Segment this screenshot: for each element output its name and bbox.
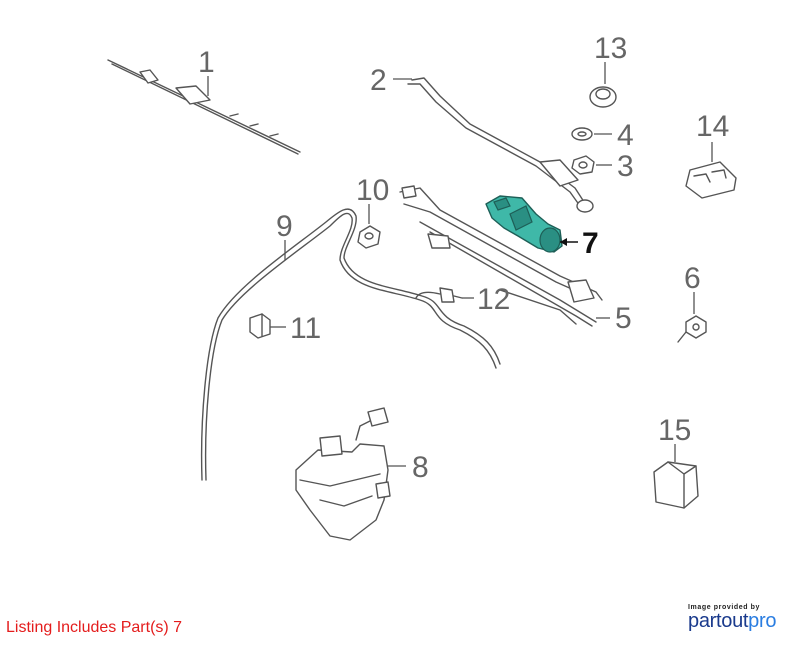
part-12-nozzle <box>415 287 463 303</box>
image-credit: Image provided by partoutpro <box>688 604 798 633</box>
callout-5: 5 <box>615 302 632 335</box>
callout-13: 13 <box>594 32 627 65</box>
part-3-nut <box>571 155 595 175</box>
part-10-nut <box>357 225 381 249</box>
part-9-hose <box>200 208 501 481</box>
part-8-reservoir <box>295 407 391 541</box>
part-14-module <box>685 161 737 199</box>
callout-4: 4 <box>617 119 634 152</box>
callout-11: 11 <box>290 312 321 345</box>
listing-includes-text: Listing Includes Part(s) 7 <box>6 619 183 636</box>
part-1-wiper-blade <box>107 59 301 155</box>
part-11-clip <box>249 313 271 339</box>
part-15-relay <box>653 461 699 509</box>
callout-2: 2 <box>370 64 387 97</box>
part-5-linkage <box>399 185 603 327</box>
callout-7: 7 <box>582 227 599 260</box>
part-13-cap <box>589 86 617 108</box>
callout-9: 9 <box>276 210 293 243</box>
callout-10: 10 <box>356 174 389 207</box>
part-2-wiper-arm <box>407 77 594 213</box>
logo-text-accent: pro <box>748 610 777 632</box>
logo-text-main: partout <box>688 610 749 632</box>
partoutpro-logo: partoutpro <box>688 610 798 633</box>
callout-15: 15 <box>658 414 691 447</box>
credit-caption: Image provided by <box>688 604 761 611</box>
part-4-washer <box>571 127 593 141</box>
callout-8: 8 <box>412 451 429 484</box>
part-6-bolt <box>677 315 707 343</box>
callout-12: 12 <box>477 283 510 316</box>
callout-14: 14 <box>696 110 729 143</box>
callout-1: 1 <box>198 46 215 79</box>
part-7-wiper-motor <box>485 195 563 253</box>
callout-3: 3 <box>617 150 634 183</box>
callout-6: 6 <box>684 262 701 295</box>
